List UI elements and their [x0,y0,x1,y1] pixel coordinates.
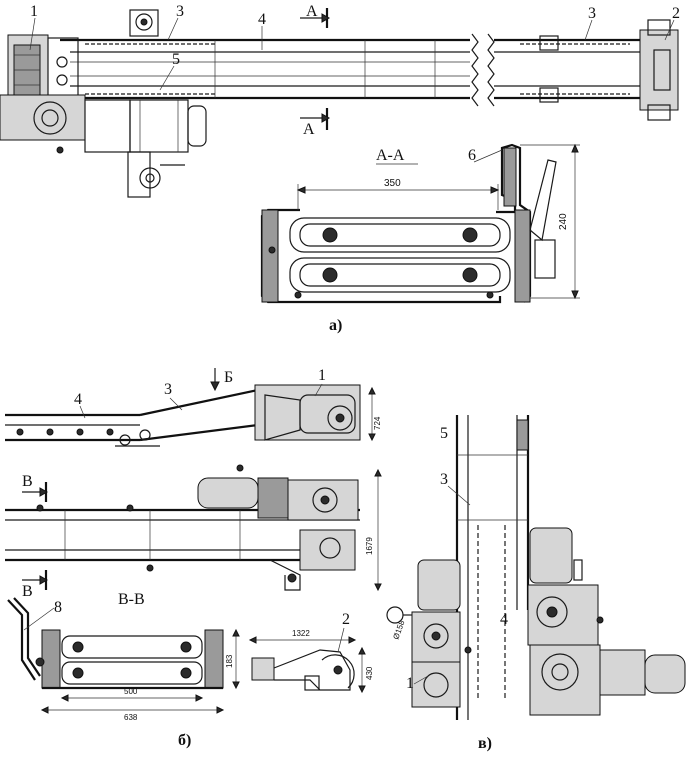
chain-strip [85,43,630,95]
caption-b: б) [178,732,191,749]
callout-v-5: 4 [500,611,508,628]
dim-1679: 1679 [365,537,374,555]
callout-b-3: 3 [164,381,172,398]
panel-b-side-view [5,368,376,447]
callout-b-4: 4 [74,391,82,408]
side-bolts [16,428,151,446]
section-v-v-title: В-В [118,591,145,608]
arrow-a-bottom-letter: А [303,121,315,138]
arrow-a-top-letter: А [306,3,318,20]
section-v-v [7,597,240,714]
dim-183: 183 [225,654,234,668]
dim-638: 638 [124,713,138,722]
callout-a-2: 2 [672,5,680,22]
dim-430: 430 [365,666,374,680]
callout-a-3-left: 3 [176,3,184,20]
arrow-v-bottom-letter: В [22,583,33,600]
callout-a-4: 4 [258,11,266,28]
callout-a-6: 6 [468,147,476,164]
callout-v-3: 3 [440,471,448,488]
dim-1322: 1322 [292,629,310,638]
dim-350: 350 [384,178,401,189]
callout-a-3-right: 3 [588,5,596,22]
callout-a-1: 1 [30,3,38,20]
dim-500: 500 [124,687,138,696]
dim-240: 240 [558,213,569,230]
arrow-b-letter: Б [224,369,233,386]
panel-v-plan-drive [386,415,686,720]
section-a-a-title: А-А [376,147,405,164]
callout-v-4: 5 [440,425,448,442]
callout-b-2: 2 [342,611,350,628]
panel-a-top-view [0,8,679,198]
section-a-a [260,143,580,304]
caption-v: в) [478,735,492,752]
dim-724: 724 [373,416,382,430]
arrow-v-top-letter: В [22,473,33,490]
panel-b-plan-view [5,464,382,592]
callout-a-5: 5 [172,51,180,68]
chain-vertical [477,525,506,700]
callout-b-1: 1 [318,367,326,384]
caption-a: а) [329,317,342,334]
callout-b-8: 8 [54,599,62,616]
callout-v-1: 1 [406,675,414,692]
dim-dia-158: Ø158 [391,619,406,641]
panel-b-drive-end [248,636,366,694]
